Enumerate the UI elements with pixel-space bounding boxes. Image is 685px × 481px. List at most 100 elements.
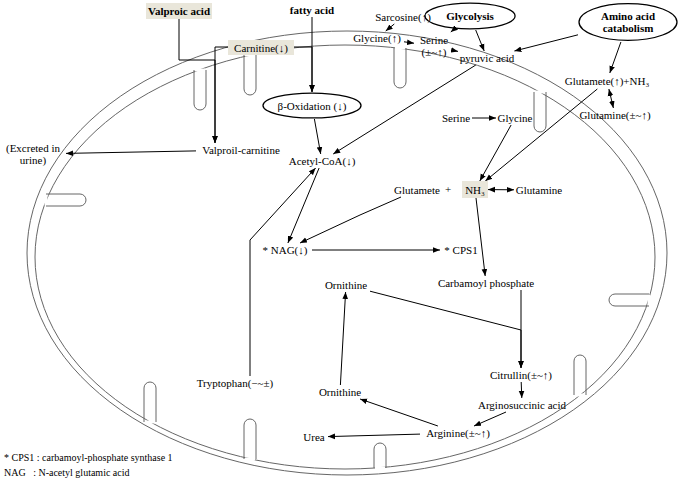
node-text: NH₃ (465, 184, 485, 196)
node-text: Acetyl-CoA(↓) (289, 155, 356, 167)
crista (244, 55, 256, 95)
pathway-ellipse: Amino acid catabolism (578, 2, 678, 42)
reaction-arrow (451, 30, 453, 32)
enzyme-label: * CPS1 (440, 243, 482, 257)
crista-opening (648, 295, 651, 305)
metabolite-label: Tryptophan(−~±) (190, 376, 280, 390)
outer-membrane (27, 31, 667, 475)
metabolite-label: Glutamine (514, 183, 564, 197)
node-text: Glutamine (516, 184, 562, 196)
reaction-arrow (312, 250, 440, 251)
ellipse-shape (263, 93, 361, 118)
metabolite-label: Valproil-carnitine (196, 143, 286, 157)
reaction-arrow (215, 47, 228, 143)
node-text: Glycine (498, 112, 533, 124)
node-text: Sarcosine(↑) (375, 11, 431, 23)
node-text: Glycine(↑) (353, 32, 401, 44)
reaction-arrow (340, 292, 345, 385)
reaction-arrow (360, 399, 438, 426)
node-text: Glutamete (394, 184, 440, 196)
metabolite-label: Acetyl-CoA(↓) (284, 154, 360, 168)
metabolite-label: Serine (440, 111, 472, 125)
node-text: Serine (442, 112, 470, 124)
reaction-arrow (328, 434, 420, 437)
metabolite-label: pyruvic acid (458, 51, 516, 65)
reaction-arrow (609, 89, 614, 108)
cristae (46, 48, 649, 468)
metabolite-label: Carbamoyl phosphate (436, 276, 536, 290)
reaction-arrow (472, 118, 496, 119)
reaction-arrow (474, 412, 506, 426)
node-text: Valproic acid (148, 5, 210, 17)
node-text: Glutamine(±~↑) (579, 109, 650, 121)
reaction-arrow (294, 47, 312, 92)
reaction-arrow (250, 168, 316, 376)
substrate-label: fatty acid (288, 3, 336, 17)
crista (374, 443, 386, 468)
reaction-arrow (476, 198, 485, 276)
node-text: β-Oxidation (↓) (278, 100, 347, 112)
crista (144, 382, 156, 422)
metabolite-label: Glutamete(↑)+NH₃ (558, 73, 656, 89)
metabolite-label: Citrullin(±~↑) (484, 368, 558, 382)
reaction-arrow (66, 151, 196, 154)
crista (534, 92, 546, 132)
metabolite-label: Ornithine (316, 385, 364, 399)
ellipse-shape (425, 3, 515, 29)
metabolite-label: Arginine(±~↑) (420, 426, 496, 440)
node-text: Carbamoyl phosphate (438, 277, 534, 289)
node-text: Glycolysis (446, 10, 494, 22)
crista-opening (45, 195, 48, 205)
node-text: * CPS1 (444, 244, 477, 256)
reaction-arrow (300, 197, 401, 243)
crista-opening (375, 467, 385, 470)
crista-opening (395, 47, 405, 50)
node-text: Ornithine (325, 279, 367, 291)
ammonia-box: NH₃ (462, 181, 488, 198)
reaction-arrow (179, 19, 215, 143)
reaction-arrow (288, 168, 319, 243)
metabolite-label: Glutamete (392, 183, 442, 197)
node-text: fatty acid (290, 4, 334, 16)
footnote: * CPS1 : carbamoyl-phosphate synthase 1 (4, 452, 173, 464)
crista-opening (145, 421, 155, 424)
crista-opening (245, 458, 255, 461)
reaction-arrow (454, 50, 458, 52)
node-text: Citrullin(±~↑) (490, 369, 552, 381)
crista (46, 194, 86, 206)
metabolite-label: Glycine (496, 111, 534, 125)
node-text: Arginosuccinic acid (478, 399, 566, 411)
pathway-ellipse: Glycolysis (424, 2, 516, 30)
metabolite-label: Glutamine(±~↑) (577, 108, 653, 122)
excretion-label: (Excreted in urine) (0, 140, 66, 168)
ellipse-shape (579, 4, 677, 41)
metabolite-label: * NAG(↓) (258, 243, 312, 257)
reaction-arrow (514, 35, 578, 51)
reaction-arrow (404, 42, 414, 43)
node-text: Ornithine (319, 386, 361, 398)
node-text: Glutamete(↑)+NH₃ (565, 75, 650, 87)
node-text: * NAG(↓) (263, 244, 308, 256)
metabolite-label: Arginosuccinic acid (476, 398, 568, 412)
node-text: Urea (303, 431, 324, 443)
reaction-arrow (488, 189, 514, 190)
reaction-arrow (370, 291, 521, 368)
node-text: Amino acid catabolism (593, 10, 663, 34)
footnote: NAG : N-acetyl glutamic acid (4, 467, 130, 479)
node-text: Carnitine(↓) (234, 42, 288, 54)
crista (244, 419, 256, 459)
reaction-arrow (485, 89, 597, 181)
node-text: Serine (±~↑) (416, 34, 452, 58)
crista (394, 48, 406, 88)
node-text: (Excreted in urine) (2, 142, 64, 166)
reaction-arrow (610, 42, 621, 73)
drug-box: Valproic acid (146, 3, 212, 19)
crista-opening (535, 91, 545, 94)
metabolite-label: Ornithine (322, 278, 370, 292)
cofactor-box: Carnitine(↓) (228, 40, 294, 55)
pathway-ellipse: β-Oxidation (↓) (262, 92, 362, 119)
node-text: pyruvic acid (460, 52, 515, 64)
